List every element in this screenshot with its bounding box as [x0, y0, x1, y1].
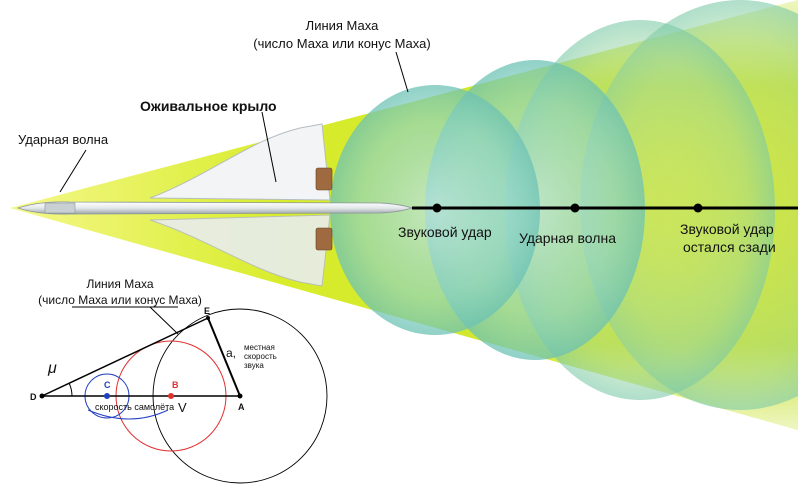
mu-symbol: μ	[47, 360, 57, 377]
sonic-boom-behind-label-1: Звуковой удар	[680, 221, 774, 237]
local-speed-label-3: звука	[244, 361, 264, 370]
point-c-dot	[104, 393, 110, 399]
point-e-label: E	[204, 306, 210, 316]
shock-wave-mid-label: Ударная волна	[519, 230, 616, 246]
point-c-label: C	[104, 380, 111, 390]
aircraft-speed-arc	[87, 409, 169, 420]
point-b-label: B	[172, 380, 179, 390]
sonic-boom-point	[432, 203, 442, 213]
mach-line-label: Линия Маха	[306, 18, 379, 33]
side-a-label: a,	[226, 346, 236, 360]
aircraft	[16, 123, 414, 287]
shock-wave-left-label: Ударная волна	[18, 132, 109, 147]
shock-wave-point	[570, 203, 580, 213]
ogival-wing-pointer	[261, 111, 277, 183]
shock-wave-pointer	[59, 149, 87, 193]
sonic-boom-label: Звуковой удар	[398, 224, 492, 240]
v-symbol: V	[178, 400, 187, 415]
mach-line-sublabel: (число Маха или конус Маха)	[253, 36, 430, 51]
point-b-dot	[168, 393, 174, 399]
local-speed-label-1: местная	[244, 343, 275, 352]
mach-angle-inset	[39, 306, 328, 484]
flight-axis	[412, 203, 798, 213]
side-ea	[207, 317, 241, 397]
inset-mach-line-label: Линия Маха	[86, 277, 153, 291]
sonic-boom-behind-point	[693, 203, 703, 213]
local-speed-label-2: скорость	[244, 352, 277, 361]
ogival-wing-label: Оживальное крыло	[140, 98, 277, 114]
sound-wave-spheres	[330, 0, 798, 410]
inset-mach-pointer-diag	[149, 306, 179, 335]
mach-line-pointer	[395, 51, 409, 93]
sonic-boom-behind-label-2: остался сзади	[683, 239, 776, 255]
mu-angle-arc	[68, 382, 73, 397]
inset-mach-line-sublabel: (число Маха или конус Маха)	[38, 293, 202, 307]
mach-line-de	[41, 317, 209, 397]
aircraft-speed-label: скорость самолёта	[95, 402, 174, 412]
point-a-label: A	[238, 402, 245, 412]
point-d-label: D	[30, 392, 37, 402]
